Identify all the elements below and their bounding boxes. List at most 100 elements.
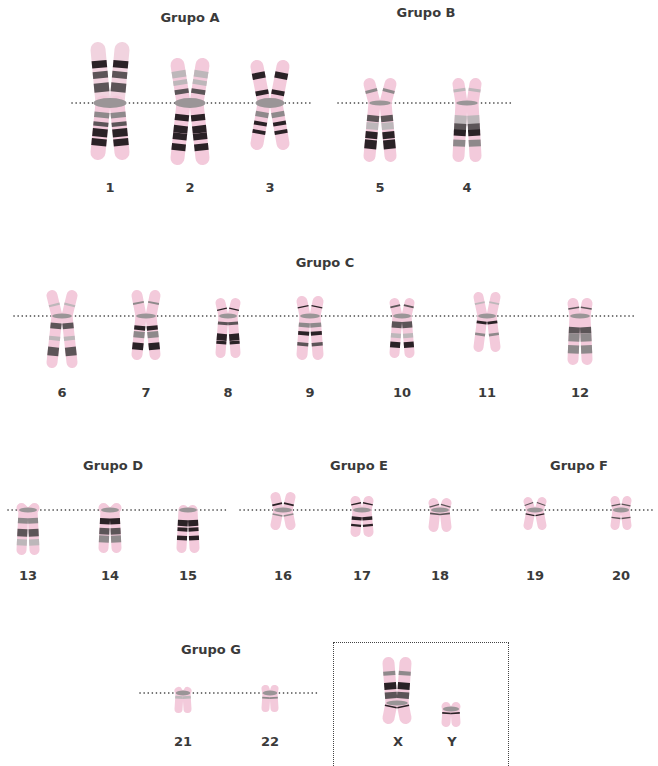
centromere <box>263 691 277 696</box>
chromatid <box>281 72 282 78</box>
chromatid <box>311 306 322 307</box>
chromatid <box>312 343 323 346</box>
chromatid <box>221 316 224 353</box>
chromatid <box>403 333 413 337</box>
chromatid <box>351 524 361 526</box>
chromosome-number: 10 <box>393 385 411 401</box>
chromatid <box>364 140 377 149</box>
centromere <box>393 314 411 319</box>
chromosome-number: 5 <box>375 180 384 196</box>
dotted-guide <box>14 315 635 317</box>
chromatid <box>363 503 373 504</box>
chromatid <box>111 535 121 542</box>
chromatid <box>525 514 534 515</box>
chromatid <box>110 518 120 524</box>
chromatid <box>50 323 62 329</box>
chromatid <box>454 130 466 136</box>
chromatid <box>94 83 110 92</box>
chromosome-number: 6 <box>57 385 66 401</box>
chromatid <box>134 326 145 330</box>
chromatid <box>580 333 591 341</box>
chromatid <box>201 71 202 78</box>
centromere <box>570 314 590 319</box>
chromatid <box>434 510 436 527</box>
chromatid <box>621 517 630 518</box>
chromatid <box>479 316 483 347</box>
chromatid <box>178 103 184 158</box>
chromosome-number: 20 <box>612 568 630 584</box>
chromatid <box>91 139 107 146</box>
group-label: Grupo G <box>181 642 241 658</box>
chromatid <box>453 140 465 147</box>
chromatid <box>111 83 127 92</box>
chromatid <box>229 309 239 310</box>
chromatid <box>302 316 305 355</box>
chromatid <box>492 316 496 347</box>
chromatid <box>171 144 186 151</box>
chromatid <box>183 696 191 699</box>
centromere <box>136 314 156 319</box>
chromatid <box>365 90 378 93</box>
chromatid <box>536 504 545 505</box>
chromatid <box>98 103 103 153</box>
chromatid <box>255 90 269 95</box>
chromatid <box>274 693 275 708</box>
chromatid <box>569 327 580 333</box>
chromatid <box>64 304 76 306</box>
centromere <box>176 691 190 696</box>
chromatid <box>299 323 310 327</box>
chromatid <box>381 115 394 121</box>
chromatid <box>228 322 238 325</box>
chromatid <box>193 510 195 548</box>
chromatid <box>272 503 282 505</box>
chromatid <box>365 132 378 139</box>
chromatid <box>33 510 35 550</box>
chromosome-number: 21 <box>174 734 192 750</box>
chromosome-number: X <box>393 734 403 750</box>
chromatid <box>117 50 122 104</box>
chromatid <box>385 706 397 708</box>
chromatid <box>403 663 406 703</box>
chromatid <box>402 322 413 328</box>
chromatid <box>283 514 293 516</box>
chromatid <box>113 61 129 68</box>
chromosome-number: 3 <box>265 180 274 196</box>
chromatid <box>621 504 630 505</box>
chromosome-number: Y <box>447 734 456 750</box>
chromatid <box>367 510 369 532</box>
chromatid <box>94 112 110 118</box>
chromosome-number: 14 <box>101 568 119 584</box>
chromatid <box>187 693 188 709</box>
chromatid <box>188 520 198 526</box>
chromatid <box>133 302 144 304</box>
chromatid <box>395 316 398 353</box>
centromere <box>386 701 408 706</box>
chromatid <box>611 504 620 505</box>
group-label: Grupo C <box>296 255 355 271</box>
chromatid <box>218 322 228 325</box>
chromatid <box>177 528 187 532</box>
chromatid <box>276 510 279 525</box>
chromatid <box>298 331 309 335</box>
chromatid <box>175 696 183 699</box>
chromatid <box>310 323 321 327</box>
chromatid <box>92 129 108 137</box>
chromatid <box>216 341 226 344</box>
chromosome-number: 12 <box>571 385 589 401</box>
group-label: Grupo E <box>330 458 388 474</box>
dotted-guide <box>492 509 656 511</box>
chromatid <box>194 144 209 151</box>
centromere <box>256 98 285 108</box>
chromatid <box>254 122 268 126</box>
chromatid <box>192 126 207 133</box>
chromosome-number: 7 <box>141 385 150 401</box>
chromatid <box>489 333 499 336</box>
chromatid <box>615 510 617 526</box>
chromatid <box>351 503 361 504</box>
group-label: Grupo A <box>160 10 219 26</box>
chromatid <box>252 130 266 134</box>
chromatid <box>173 80 188 85</box>
chromatid <box>17 539 27 545</box>
chromatid <box>18 518 28 524</box>
chromatid <box>272 514 282 516</box>
